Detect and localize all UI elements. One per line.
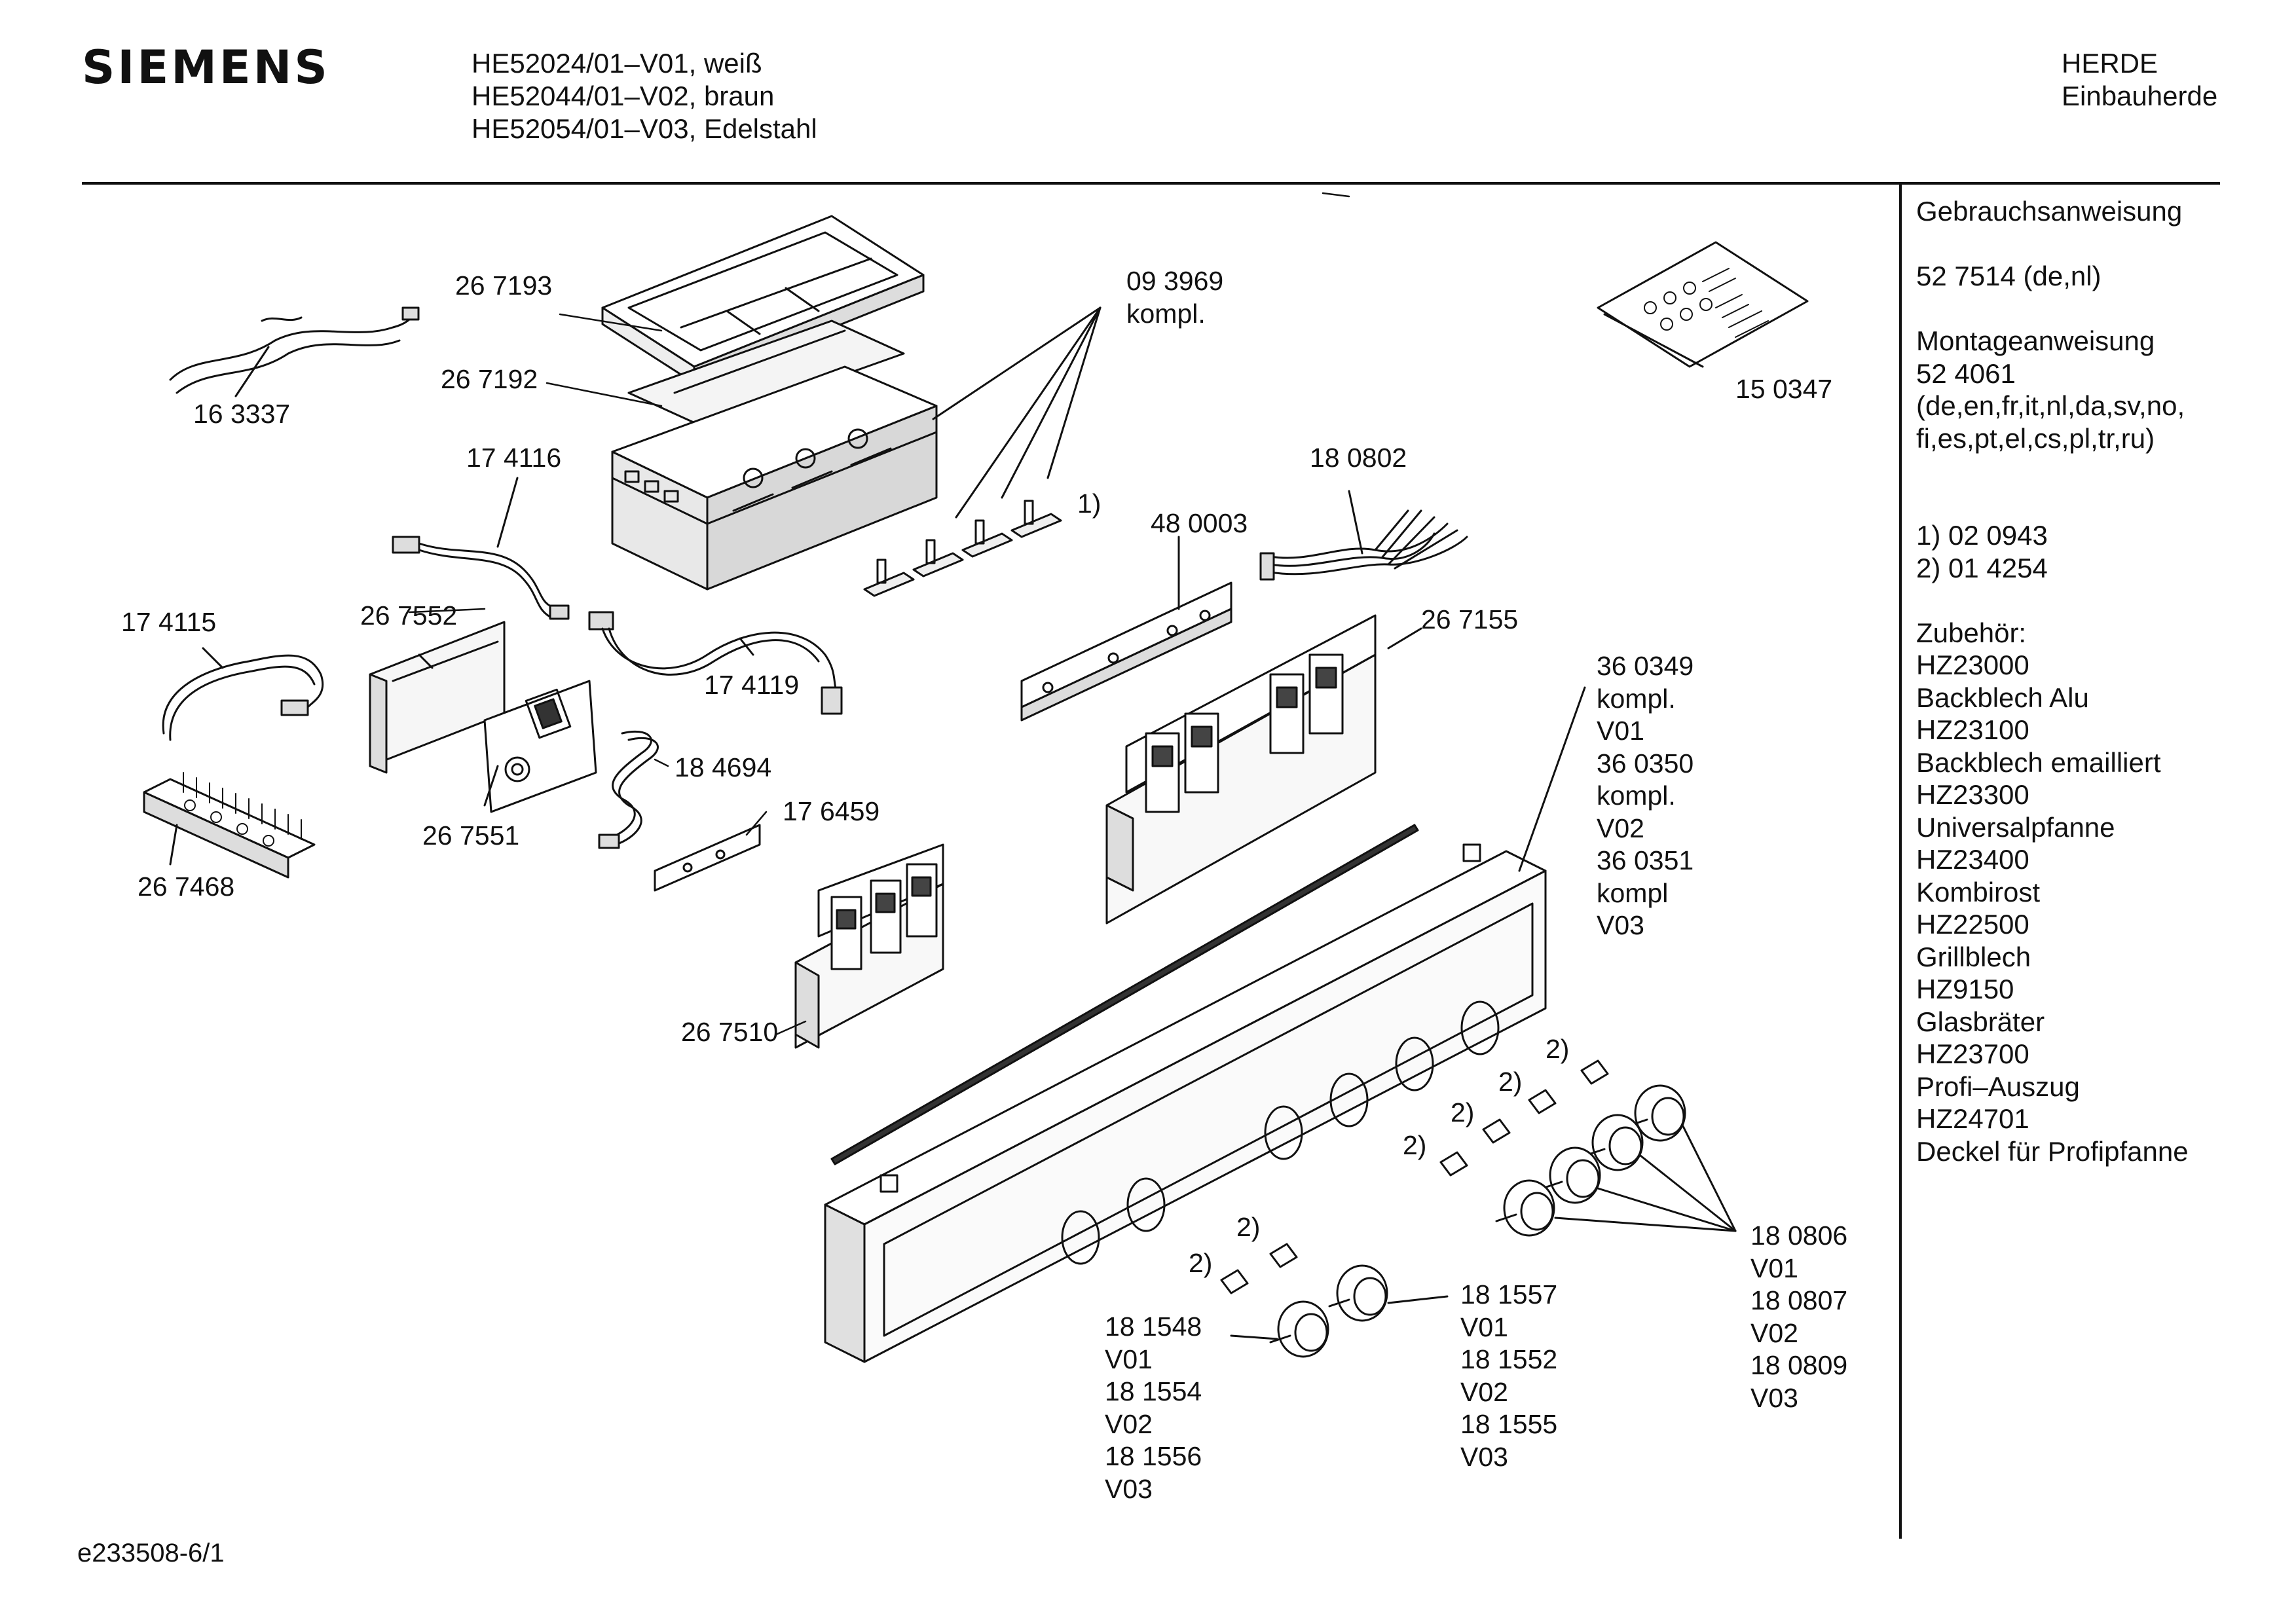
- part-wire-174119: [589, 612, 842, 714]
- sidebar-divider: [1899, 185, 1902, 1539]
- part-label: 17 6459: [783, 796, 880, 826]
- part-seal-strip: [832, 825, 1418, 1164]
- header-rule: [82, 182, 2220, 185]
- part-label: 16 3337: [193, 399, 291, 429]
- part-note: 2): [1189, 1248, 1213, 1278]
- sidebar-info: Gebrauchsanweisung 52 7514 (de,nl) Monta…: [1916, 195, 2283, 1167]
- part-label: 17 4116: [466, 443, 562, 473]
- part-note: 2): [1236, 1212, 1261, 1242]
- part-label: 48 0003: [1151, 508, 1248, 538]
- part-note: 2): [1451, 1097, 1475, 1127]
- category-title: HERDE: [2062, 48, 2158, 79]
- sidebar-line: Backblech emailliert: [1916, 746, 2161, 778]
- part-label: 18 0802: [1310, 443, 1407, 473]
- part-ribbon-wire: [599, 731, 657, 848]
- part-label: 36 0349 kompl. V01 36 0350 kompl. V02 36…: [1597, 651, 1694, 940]
- category-subtitle: Einbauherde: [2062, 81, 2218, 111]
- sidebar-line: Universalpfanne: [1916, 811, 2115, 843]
- part-wire-174115: [163, 648, 323, 740]
- sidebar-line: Backblech Alu: [1916, 682, 2089, 713]
- sidebar-line: 2) 01 4254: [1916, 552, 2048, 583]
- part-pcb-board: [485, 681, 596, 812]
- part-wire-harness: [1261, 491, 1467, 579]
- part-screw-bag: [1598, 242, 1807, 367]
- part-note: 2): [1498, 1067, 1523, 1097]
- part-label: 18 0806 V01 18 0807 V02 18 0809 V03: [1750, 1220, 1848, 1413]
- sidebar-line: fi,es,pt,el,cs,pl,tr,ru): [1916, 422, 2155, 454]
- part-board-holder: [370, 622, 504, 773]
- part-control-module: [612, 367, 936, 589]
- part-label: 18 1557 V01 18 1552 V02 18 1555 V03: [1460, 1279, 1558, 1472]
- part-label: 18 1548 V01 18 1554 V02 18 1556 V03: [1105, 1311, 1202, 1504]
- part-switches: [864, 308, 1100, 596]
- part-panel-plate: [629, 321, 904, 426]
- sidebar-line: 52 4061: [1916, 357, 2016, 389]
- drawing-code: e233508-6/1: [77, 1539, 225, 1567]
- part-knobs-small: [1231, 1266, 1447, 1357]
- sidebar-line: Deckel für Profipfanne: [1916, 1135, 2189, 1167]
- part-note: 1): [1077, 488, 1102, 519]
- part-wire-174116: [393, 478, 568, 619]
- leader-lines: [409, 193, 1349, 1035]
- part-module-housing-small: [796, 845, 943, 1048]
- part-label: 18 4694: [675, 752, 772, 782]
- sidebar-line: Kombirost: [1916, 876, 2041, 907]
- part-label: 09 3969 kompl.: [1126, 266, 1224, 329]
- part-label: 26 7552: [360, 600, 458, 631]
- sidebar-line: HZ23100: [1916, 714, 2029, 745]
- part-label: 17 4119: [704, 670, 800, 700]
- part-bracket: [1022, 537, 1231, 720]
- part-label: 15 0347: [1735, 374, 1833, 404]
- part-label: 17 4115: [121, 607, 217, 637]
- brand-logo: SIEMENS: [82, 41, 330, 94]
- part-label: 26 7468: [138, 871, 235, 902]
- part-label: 26 7551: [422, 820, 520, 851]
- part-label: 26 7192: [441, 364, 538, 394]
- part-knobs-large: [1496, 1086, 1735, 1236]
- part-note: 2): [1403, 1130, 1427, 1160]
- part-module-housing: [1107, 615, 1421, 923]
- sidebar-line: HZ24701: [1916, 1103, 2029, 1134]
- sidebar-line: Montageanweisung: [1916, 325, 2155, 356]
- part-control-panel: [825, 687, 1585, 1362]
- sidebar-line: Grillblech: [1916, 941, 2031, 972]
- part-note: 2): [1546, 1034, 1570, 1064]
- sidebar-line: Glasbräter: [1916, 1006, 2045, 1037]
- sidebar-line: HZ22500: [1916, 909, 2029, 940]
- model-line-1: HE52024/01–V01, weiß: [472, 48, 762, 79]
- sidebar-line: 52 7514 (de,nl): [1916, 261, 2102, 291]
- part-label: 26 7510: [681, 1017, 779, 1047]
- sidebar-line: HZ9150: [1916, 974, 2014, 1004]
- part-small-plate: [655, 825, 760, 890]
- part-label: 26 7193: [455, 270, 553, 301]
- sidebar-line: Zubehör:: [1916, 617, 2027, 648]
- part-label: 26 7155: [1421, 604, 1519, 634]
- part-terminal-strip: [144, 773, 314, 877]
- part-wire-163337: [170, 308, 418, 396]
- model-line-2: HE52044/01–V02, braun: [472, 81, 775, 111]
- sidebar-line: Gebrauchsanweisung: [1916, 196, 2183, 227]
- part-cap-inserts: [1221, 1061, 1608, 1293]
- sidebar-line: HZ23300: [1916, 779, 2029, 810]
- sidebar-line: HZ23400: [1916, 844, 2029, 875]
- model-line-3: HE52054/01–V03, Edelstahl: [472, 113, 817, 144]
- sidebar-line: Profi–Auszug: [1916, 1071, 2080, 1102]
- sidebar-line: HZ23700: [1916, 1038, 2029, 1069]
- sidebar-line: HZ23000: [1916, 650, 2029, 680]
- sidebar-line: (de,en,fr,it,nl,da,sv,no,: [1916, 390, 2185, 421]
- sidebar-line: 1) 02 0943: [1916, 520, 2048, 551]
